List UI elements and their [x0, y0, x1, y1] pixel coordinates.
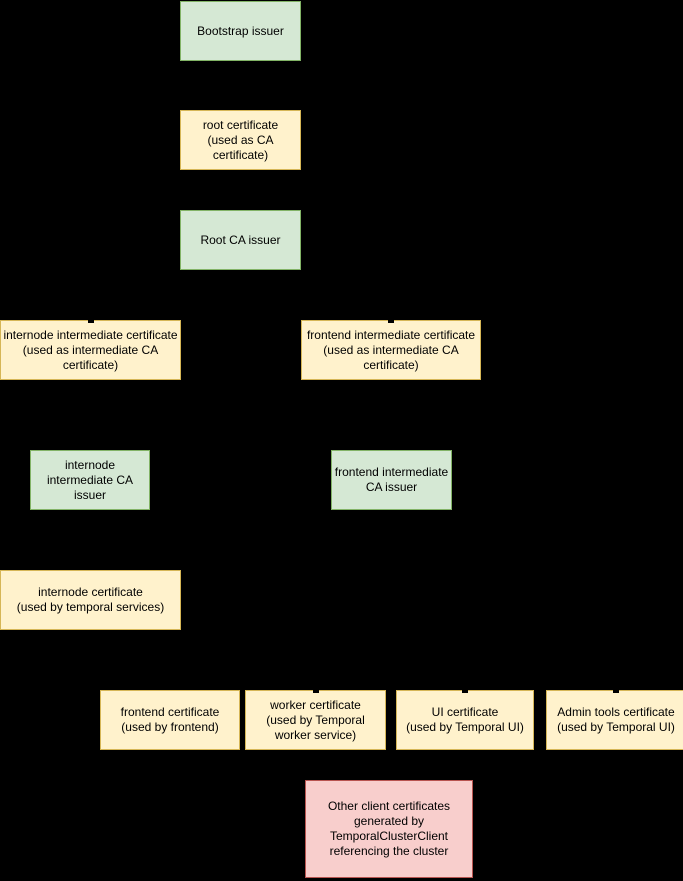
node-frontend-intermediate-ca-issuer: frontend intermediate CA issuer: [331, 450, 452, 510]
node-root-certificate: root certificate (used as CA certificate…: [180, 110, 301, 170]
node-label: UI certificate (used by Temporal UI): [406, 705, 524, 734]
node-label: internode intermediate certificate (used…: [3, 327, 178, 372]
node-label: internode certificate (used by temporal …: [16, 585, 165, 614]
arrowhead-notch: [312, 689, 319, 693]
arrowhead-notch: [462, 689, 468, 693]
node-internode-intermediate-certificate: internode intermediate certificate (used…: [0, 319, 181, 380]
node-admin-tools-certificate: Admin tools certificate (used by Tempora…: [546, 689, 683, 750]
node-label: worker certificate (used by Temporal wor…: [266, 697, 365, 742]
node-label: Admin tools certificate (used by Tempora…: [557, 705, 675, 734]
node-internode-certificate: internode certificate (used by temporal …: [0, 570, 181, 630]
node-label: Root CA issuer: [200, 232, 281, 247]
arrowhead-notch: [388, 319, 394, 323]
node-label: Bootstrap issuer: [197, 23, 284, 38]
node-frontend-intermediate-certificate: frontend intermediate certificate (used …: [301, 319, 481, 380]
node-label: root certificate (used as CA certificate…: [202, 117, 279, 162]
node-label: Other client certificates generated by T…: [327, 799, 451, 858]
node-bootstrap-issuer: Bootstrap issuer: [180, 1, 301, 61]
node-label: frontend intermediate certificate (used …: [306, 327, 476, 372]
node-label: frontend certificate (used by frontend): [120, 705, 220, 734]
node-other-client-certificates: Other client certificates generated by T…: [305, 780, 473, 878]
node-ui-certificate: UI certificate (used by Temporal UI): [396, 689, 534, 750]
arrowhead-notch: [87, 319, 94, 323]
node-label: frontend intermediate CA issuer: [334, 465, 449, 494]
node-worker-certificate: worker certificate (used by Temporal wor…: [245, 689, 386, 750]
node-root-ca-issuer: Root CA issuer: [180, 210, 301, 270]
node-label: internode intermediate CA issuer: [46, 457, 134, 502]
node-frontend-certificate: frontend certificate (used by frontend): [100, 690, 240, 750]
node-internode-intermediate-ca-issuer: internode intermediate CA issuer: [30, 450, 150, 510]
arrowhead-notch: [613, 689, 619, 693]
